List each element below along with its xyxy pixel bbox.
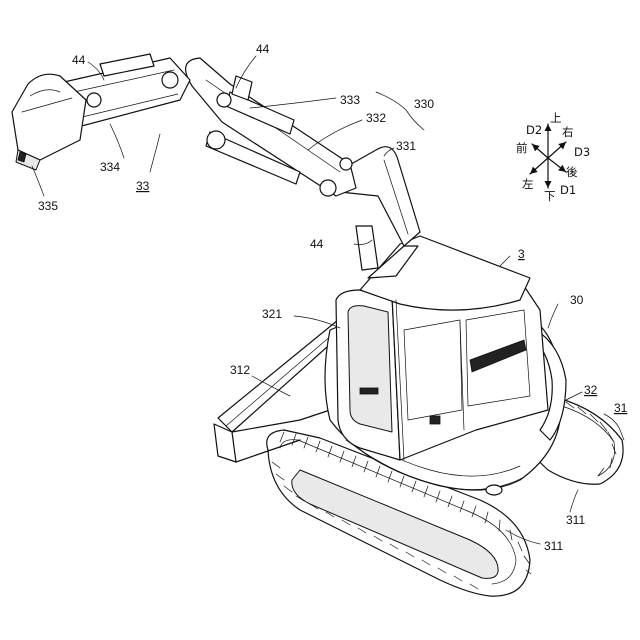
label-332: 332 (366, 111, 386, 125)
axis-d2: D2 (526, 123, 542, 137)
axis-up: 上 (550, 111, 562, 125)
label-44-arm: 44 (256, 42, 270, 56)
axis-left: 左 (522, 177, 534, 191)
label-330: 330 (414, 97, 434, 111)
label-30: 30 (570, 293, 584, 307)
arm (186, 58, 356, 196)
label-32: 32 (584, 383, 598, 397)
axis-d1: D1 (560, 183, 576, 197)
axis-right: 右 (562, 125, 574, 139)
label-44-boom: 44 (310, 237, 324, 251)
direction-indicator: 上 右 D2 前 D3 後 左 下 D1 (516, 111, 590, 203)
axis-back: 後 (566, 165, 578, 179)
label-311-left: 311 (544, 539, 563, 553)
label-335: 335 (38, 199, 58, 213)
label-33: 33 (136, 179, 150, 193)
label-44-bucket: 44 (72, 53, 86, 67)
label-321: 321 (262, 307, 282, 321)
label-3: 3 (518, 247, 525, 261)
axis-d3: D3 (574, 145, 590, 159)
label-311-right: 311 (566, 513, 585, 527)
label-331: 331 (396, 139, 416, 153)
label-333: 333 (340, 93, 360, 107)
label-312: 312 (230, 363, 250, 377)
label-334: 334 (100, 160, 120, 174)
axis-front: 前 (516, 141, 528, 155)
label-31: 31 (614, 401, 628, 415)
axis-down: 下 (544, 189, 556, 203)
